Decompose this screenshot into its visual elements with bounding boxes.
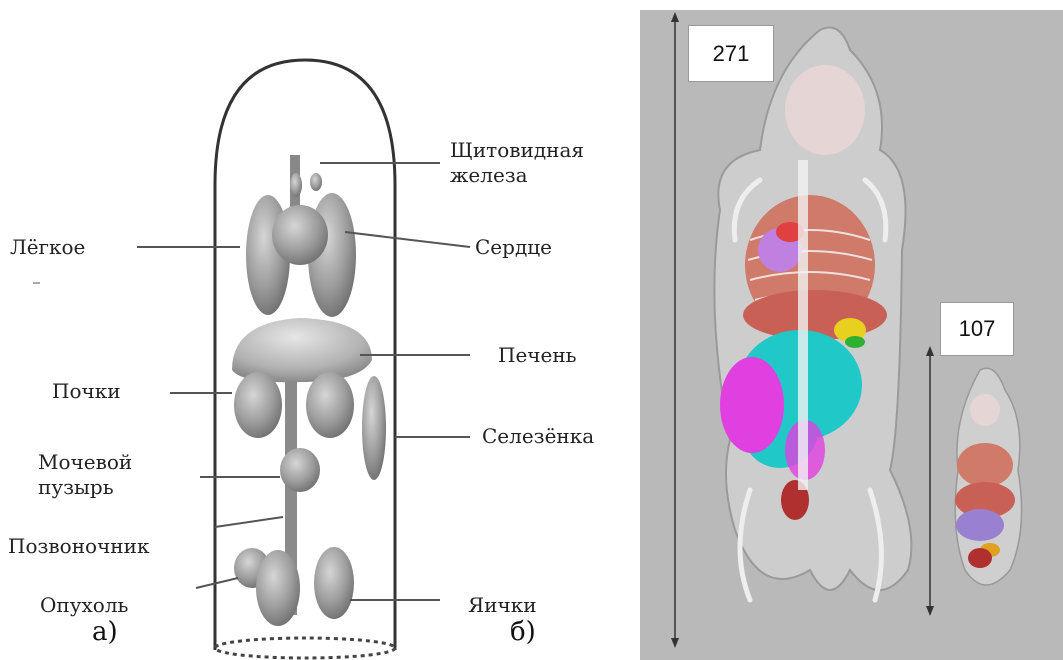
spleen [362, 376, 386, 480]
kidney-right [306, 372, 354, 438]
label-bladder: Мочевой пузырь [38, 450, 168, 500]
label-kidneys: Почки [52, 380, 121, 402]
tumor-leader [196, 578, 238, 588]
label-spleen: Селезёнка [482, 425, 594, 447]
heart-leader [345, 232, 470, 247]
label-spine: Позвоночник [8, 535, 149, 557]
sub-label-b: б) [510, 617, 536, 647]
sub-label-a: а) [92, 617, 118, 647]
kidney-left [234, 372, 282, 438]
label-thyroid: Щитовидная железа [450, 138, 620, 188]
label-heart: Сердце [475, 236, 552, 258]
small-mouse-length-label: 107 [940, 302, 1014, 356]
testis-left [256, 550, 300, 626]
heart [272, 205, 328, 265]
thyroid [290, 173, 302, 197]
label-tumor: Опухоль [40, 594, 128, 616]
spine-leader [215, 517, 283, 527]
liver [232, 318, 372, 382]
label-testes: Яички [468, 594, 537, 616]
label-lung: Лёгкое [10, 236, 85, 258]
phantom-drawing [0, 0, 640, 660]
bladder [280, 448, 320, 492]
panel-a-schematic: Щитовидная железа Лёгкое Сердце Печень П… [0, 0, 640, 660]
label-liver: Печень [498, 344, 577, 366]
testis-right [314, 547, 354, 619]
big-mouse-stomach [720, 357, 784, 453]
phantom-base [215, 638, 395, 658]
panel-b-mouse-models: 271 107 [640, 10, 1063, 660]
big-mouse-length-label: 271 [688, 25, 774, 82]
